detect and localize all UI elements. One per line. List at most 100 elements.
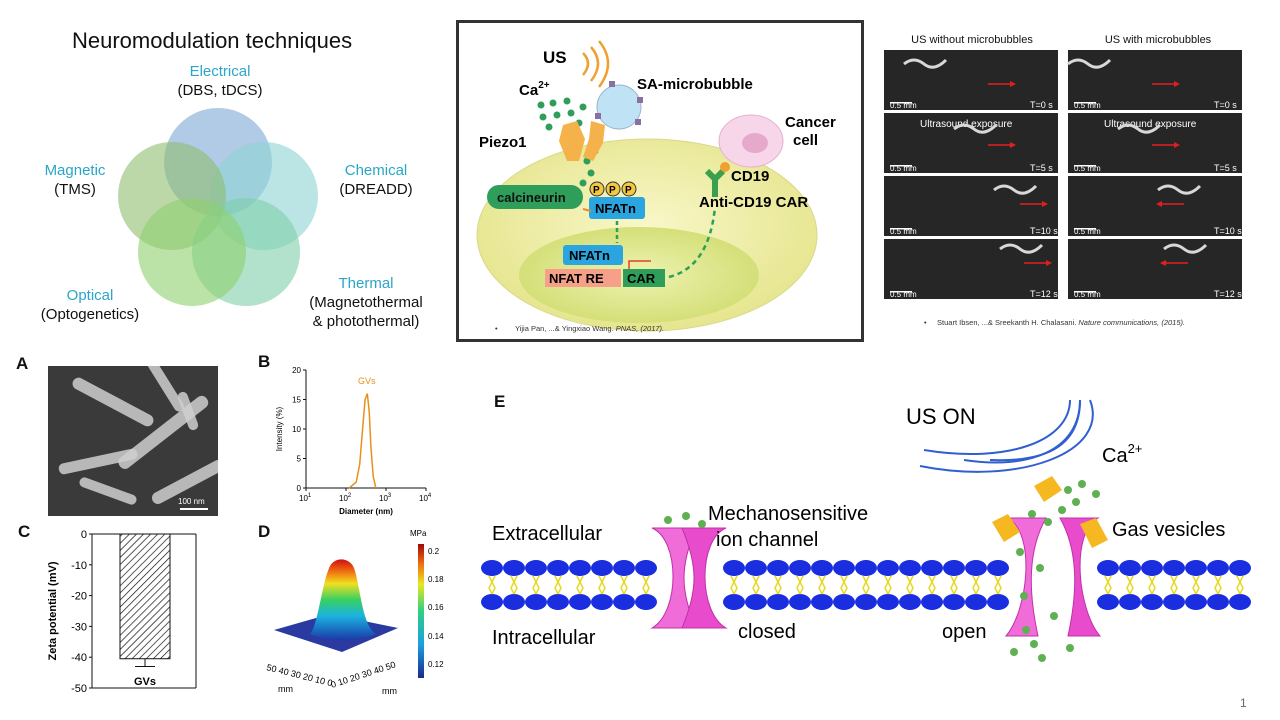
worm-time: T=5 s — [1214, 163, 1237, 173]
worm-scale: 0.5 mm — [890, 164, 917, 173]
c-ylabel: Zeta potential (mV) — [47, 561, 59, 660]
panel-a-tem-image: 100 nm — [48, 366, 218, 516]
lipid-head — [965, 560, 987, 576]
page-number: 1 — [1240, 696, 1247, 710]
cancer-label-1: Cancer — [785, 114, 836, 131]
svg-text:P: P — [609, 185, 616, 196]
piezo1-channel-icon — [559, 121, 585, 161]
c-ytick: -40 — [71, 652, 87, 664]
lipid-head — [481, 594, 503, 610]
lipid-head — [635, 594, 657, 610]
lipid-head — [547, 560, 569, 576]
worm — [993, 184, 1038, 195]
worm-scale: 0.5 mm — [890, 101, 917, 110]
lipid-head — [1119, 594, 1141, 610]
colorbar — [418, 544, 424, 678]
surface-peak — [310, 559, 376, 640]
worm-col-left: US without microbubbles — [911, 34, 1033, 46]
svg-text:0.18: 0.18 — [428, 575, 444, 584]
lipid-head — [1097, 560, 1119, 576]
lipid-head — [1207, 594, 1229, 610]
lipid-head — [855, 560, 877, 576]
cd19-label: CD19 — [731, 168, 769, 185]
worm-frame — [884, 113, 1058, 173]
lipid-head — [525, 560, 547, 576]
b-xtick: 104 — [419, 493, 432, 503]
lipid-head — [569, 594, 591, 610]
microbubble-icon — [596, 84, 642, 130]
worm — [903, 58, 948, 69]
open-channel-icon — [1004, 517, 1102, 637]
car-receptor-icon — [704, 168, 726, 197]
lipid-head — [811, 594, 833, 610]
b-ytick: 20 — [292, 366, 301, 375]
lipid-head — [1207, 560, 1229, 576]
lipid-head — [921, 560, 943, 576]
lipid-head — [833, 560, 855, 576]
lipid-head — [877, 560, 899, 576]
worm — [1067, 58, 1112, 69]
worm-frame — [1068, 50, 1242, 110]
svg-text:0.2: 0.2 — [428, 547, 440, 556]
b-ytick: 10 — [292, 425, 301, 434]
open-label: open — [942, 621, 987, 643]
worm-frame — [1068, 239, 1242, 299]
panel-e-diagram: US ON Ca2+ Gas vesicles Mechanosensitive… — [481, 399, 1251, 662]
panel-a-letter: A — [16, 354, 29, 373]
calcineurin-box — [487, 185, 583, 209]
lipid-head — [965, 594, 987, 610]
panel-d-surface: MPa 0.2 0.18 0.16 0.14 0.12 50 40 30 20 … — [266, 529, 445, 696]
worm-exposure: Ultrasound exposure — [1104, 119, 1197, 130]
worm — [1117, 123, 1162, 134]
gas-vesicle-icons — [992, 476, 1108, 548]
worm-citation: • Stuart Ibsen, ...& Sreekanth H. Chalas… — [924, 318, 1186, 327]
anti-cd19-label: Anti-CD19 CAR — [699, 194, 808, 211]
lipid-head — [987, 560, 1009, 576]
car-t-panel: US SA-microbubble Ca2+ Piezo1 Cancer cel… — [456, 20, 864, 342]
lipid-head — [481, 560, 503, 576]
worm-frame — [1068, 113, 1242, 173]
lipid-head — [547, 594, 569, 610]
worm — [1163, 243, 1208, 254]
venn-circle-optical — [138, 198, 246, 306]
svg-text:•: • — [495, 324, 498, 333]
worm-time: T=5 s — [1030, 163, 1053, 173]
intracellular-label: Intracellular — [492, 627, 596, 649]
mech-label-1: Mechanosensitive — [708, 503, 868, 525]
closed-label: closed — [738, 621, 796, 643]
lipid-head — [767, 594, 789, 610]
lipid-head — [1163, 560, 1185, 576]
worm-time: T=0 s — [1030, 100, 1053, 110]
lipid-head — [1119, 560, 1141, 576]
b-xtick: 102 — [339, 493, 352, 503]
cancer-label-2: cell — [793, 132, 818, 149]
b-ylabel: Intensity (%) — [275, 406, 284, 451]
worm-frame — [884, 176, 1058, 236]
svg-text:0.12: 0.12 — [428, 660, 444, 669]
panel-a-scale: 100 nm — [178, 497, 205, 506]
b-xlabel: Diameter (nm) — [339, 507, 393, 516]
lipid-head — [877, 594, 899, 610]
car-citation: Yijia Pan, ...& Yingxiao Wang. PNAS, (20… — [515, 324, 664, 333]
worm-scale: 0.5 mm — [1074, 101, 1101, 110]
lipid-head — [789, 594, 811, 610]
lipid-head — [899, 560, 921, 576]
lipid-head — [899, 594, 921, 610]
us-label: US — [543, 48, 567, 67]
piezo1-label: Piezo1 — [479, 134, 527, 151]
label-electrical: Electrical(DBS, tDCS) — [177, 63, 263, 99]
worm-scale: 0.5 mm — [1074, 227, 1101, 236]
worm-scale: 0.5 mm — [890, 227, 917, 236]
car-t-diagram: US SA-microbubble Ca2+ Piezo1 Cancer cel… — [476, 40, 836, 333]
label-optical: Optical(Optogenetics) — [40, 287, 140, 323]
lipid-head — [591, 594, 613, 610]
label-thermal: Thermal(Magnetothermal& photothermal) — [309, 275, 423, 330]
lipid-head — [613, 594, 635, 610]
svg-text:CAR: CAR — [627, 271, 656, 286]
lipid-head — [833, 594, 855, 610]
panel-d-letter: D — [258, 522, 271, 541]
lipid-head — [987, 594, 1009, 610]
ca-e-label: Ca2+ — [1102, 441, 1142, 467]
nfat-re-box — [545, 269, 621, 287]
c-bar-gvs — [119, 533, 171, 660]
